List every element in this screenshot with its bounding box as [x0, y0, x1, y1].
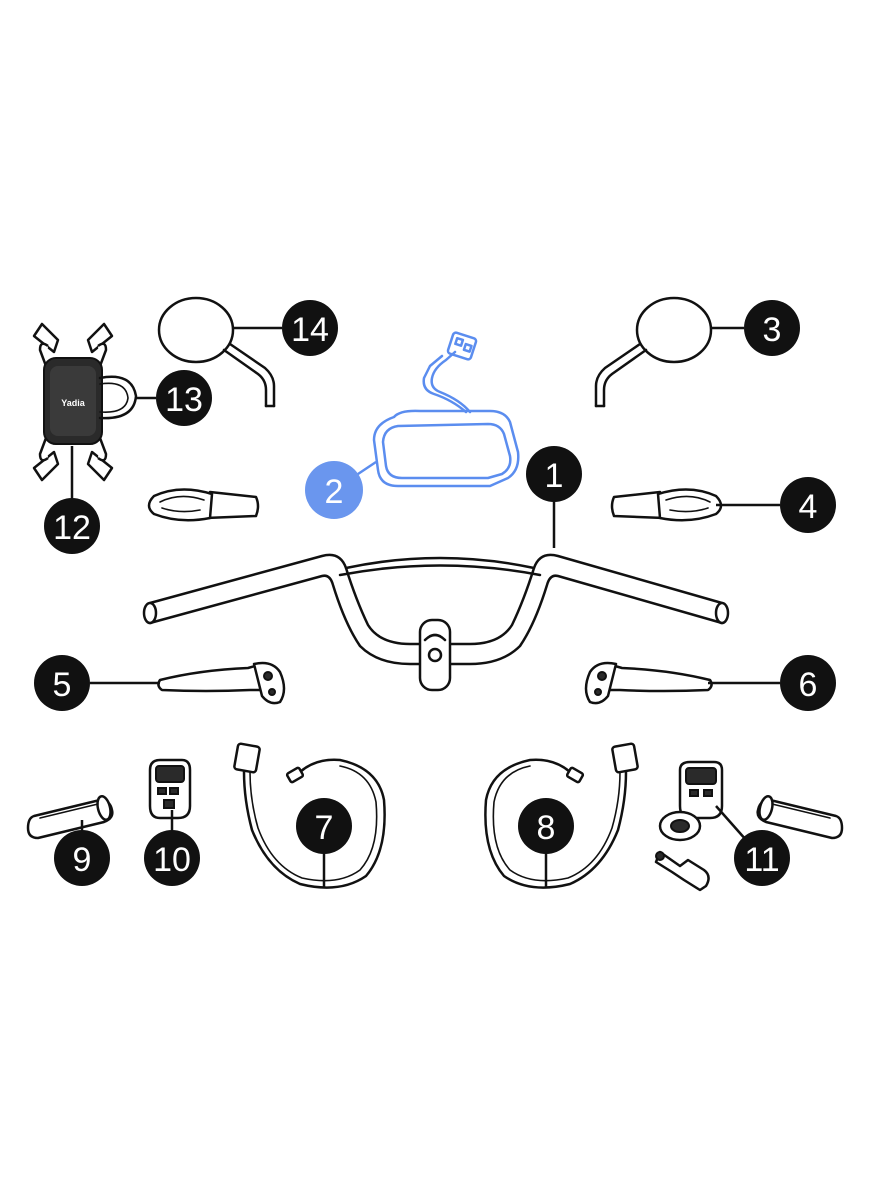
callout-3-label: 3: [763, 311, 782, 349]
left-turn-signal: [147, 488, 260, 522]
display-wiring-harness: [372, 331, 520, 488]
callout-5-label: 5: [53, 666, 72, 704]
callout-10[interactable]: 10: [144, 830, 200, 886]
handlebar: [142, 553, 730, 692]
callout-2[interactable]: 2: [305, 461, 363, 519]
callout-9-label: 9: [73, 841, 92, 879]
left-grip: [26, 795, 114, 840]
callout-7-label: 7: [315, 809, 334, 847]
callout-10-label: 10: [153, 841, 191, 879]
right-switch-ignition: [654, 760, 724, 892]
callout-9[interactable]: 9: [54, 830, 110, 886]
callout-12-label: 12: [53, 509, 91, 547]
callout-14[interactable]: 14: [282, 300, 338, 356]
callout-6-label: 6: [799, 666, 818, 704]
phone-holder-strap: [98, 375, 138, 420]
callout-6[interactable]: 6: [780, 655, 836, 711]
callout-11[interactable]: 11: [734, 830, 790, 886]
callout-4[interactable]: 4: [780, 477, 836, 533]
right-mirror: [594, 296, 713, 408]
callout-12[interactable]: 12: [44, 498, 100, 554]
callout-13[interactable]: 13: [156, 370, 212, 426]
callout-4-label: 4: [799, 488, 818, 526]
callout-1-label: 1: [545, 457, 564, 495]
callout-5[interactable]: 5: [34, 655, 90, 711]
callout-3[interactable]: 3: [744, 300, 800, 356]
callouts: 1 2 3 4 5 6 7 8: [34, 300, 836, 886]
left-brake-cable: [233, 742, 386, 889]
right-brake-cable: [484, 742, 639, 889]
callout-13-label: 13: [165, 381, 203, 419]
right-turn-signal: [610, 488, 723, 522]
right-brake-lever: [584, 661, 713, 705]
callout-1[interactable]: 1: [526, 446, 582, 502]
callout-11-label: 11: [744, 841, 779, 879]
callout-7[interactable]: 7: [296, 798, 352, 854]
phone-holder: Yadia: [32, 322, 114, 482]
callout-2-label: 2: [325, 473, 344, 511]
left-brake-lever: [157, 661, 286, 705]
phone-holder-brand: Yadia: [61, 398, 86, 408]
right-grip: [756, 795, 844, 840]
callout-8[interactable]: 8: [518, 798, 574, 854]
left-switch: [148, 758, 192, 820]
left-mirror: [157, 296, 276, 408]
callout-8-label: 8: [537, 809, 556, 847]
callout-14-label: 14: [291, 311, 329, 349]
